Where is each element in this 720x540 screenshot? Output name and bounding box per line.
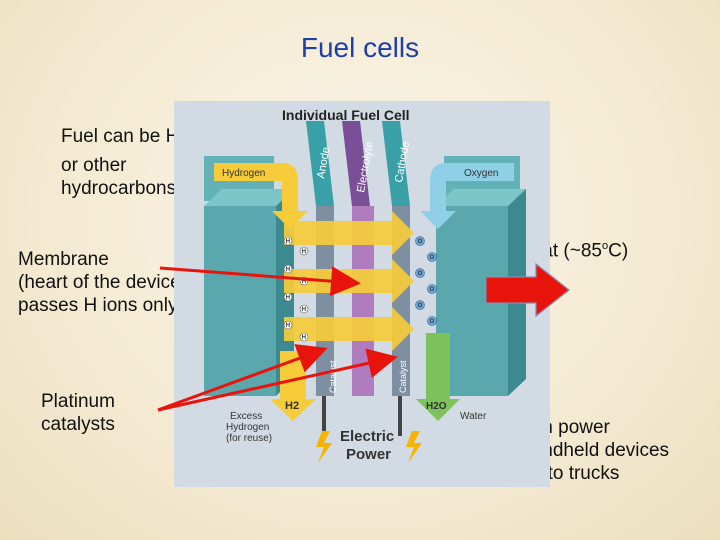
svg-text:O: O: [418, 271, 423, 277]
fuel-note: Fuel can be H2 or other hydrocarbons: [61, 126, 187, 199]
oxygen-label: Oxygen: [464, 168, 498, 179]
svg-text:O: O: [430, 319, 435, 325]
hydrogen-inflow-arrow: [214, 163, 308, 229]
excess-label-2: Hydrogen: [226, 422, 269, 433]
h2-label: H2: [285, 400, 299, 412]
cathode-plate-top: [436, 189, 526, 206]
excess-label-1: Excess: [230, 411, 262, 422]
anode-catalyst-label: Catalyst: [328, 360, 338, 393]
cathode-catalyst-label: Catalyst: [398, 360, 408, 393]
hydrogen-label: Hydrogen: [222, 168, 265, 179]
svg-text:H: H: [286, 239, 290, 245]
heat-arrow-icon: [485, 262, 570, 318]
svg-text:H: H: [302, 279, 306, 285]
svg-text:H: H: [286, 267, 290, 273]
lightning-bolt-icon: [316, 431, 332, 463]
svg-text:O: O: [430, 255, 435, 261]
hydrogen-ions: H H H H H H H H: [283, 236, 309, 342]
oxygen-inflow-arrow: [420, 163, 514, 229]
svg-text:H: H: [286, 323, 290, 329]
electric-label: Electric: [340, 428, 394, 445]
platinum-note: Platinum catalysts: [41, 391, 115, 435]
slide-title: Fuel cells: [300, 32, 420, 63]
membrane-pointer-arrow: [159, 266, 361, 297]
svg-text:H: H: [302, 249, 306, 255]
membrane-note: Membrane (heart of the device) passes H …: [18, 249, 187, 316]
diagram-title: Individual Fuel Cell: [282, 107, 410, 123]
h2o-label: H2O: [426, 401, 447, 412]
proton-flow-arrow-1: [284, 211, 414, 255]
excess-label-3: (for reuse): [226, 433, 272, 444]
oxygen-molecules: O O O O O O: [415, 236, 437, 326]
catalyst-pointer-arrow-2: [157, 348, 398, 412]
cathode-layer-top: [382, 121, 410, 206]
anode-wire: [322, 396, 326, 436]
cathode-wire: [398, 396, 402, 436]
cathode-catalyst-layer: [392, 206, 410, 396]
power-label: Power: [346, 446, 391, 463]
anode-plate-top: [204, 189, 294, 206]
svg-text:O: O: [430, 287, 435, 293]
electrolyte-layer-top: [342, 121, 370, 206]
svg-text:O: O: [418, 303, 423, 309]
membrane-layer: [352, 206, 374, 396]
svg-text:H: H: [302, 335, 306, 341]
proton-flow-arrow-3: [284, 307, 414, 351]
catalyst-pointer-arrow-1: [157, 344, 328, 412]
svg-text:H: H: [302, 307, 306, 313]
svg-text:H: H: [286, 295, 290, 301]
anode-layer-top: [306, 121, 334, 206]
anode-plate: [204, 206, 276, 396]
svg-text:O: O: [418, 239, 423, 245]
h2o-outflow-arrow: [416, 333, 460, 421]
anode-label: Anode: [315, 146, 332, 179]
water-label: Water: [460, 411, 487, 422]
lightning-bolt-icon: [406, 431, 422, 463]
fuel-cell-diagram: Individual Fuel Cell Anode Electrolyte C…: [174, 101, 550, 487]
